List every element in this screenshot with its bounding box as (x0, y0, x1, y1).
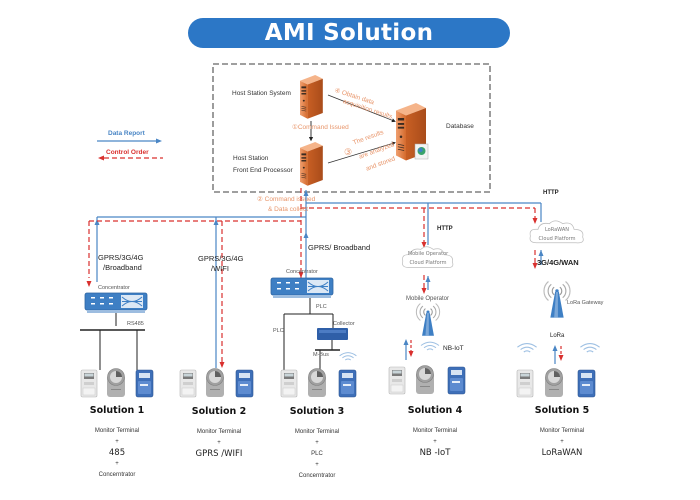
solution-4-line: NB -IoT (419, 448, 451, 458)
meter-set-4 (388, 365, 466, 395)
solution-5-line: + (560, 439, 564, 445)
control-order-lines (88, 188, 536, 362)
nbiot-tower-icon (415, 302, 441, 337)
solution-5-line: LoRaWAN (541, 448, 583, 458)
rs485-label: RS485 (127, 321, 144, 327)
legend-control-order: Control Order (106, 149, 149, 156)
solution-2-line: GPRS /WIFI (195, 449, 243, 459)
host-station-system-label: Host Station System (232, 90, 291, 97)
meter-set-1 (80, 368, 154, 398)
concentrator-3-icon (270, 277, 334, 299)
solution-1-line: Concerntrator (98, 472, 136, 478)
solution-4-title: Solution 4 (407, 405, 463, 416)
mobile-cloud-line2: Cloud Platform (409, 260, 447, 266)
s2-link-line1: GPRS/3G/4G (198, 254, 244, 263)
solution-3-title: Solution 3 (289, 406, 345, 417)
http-lora-label: HTTP (543, 190, 559, 196)
solution-2-line: Monitor Terminal (196, 429, 242, 435)
wifi-icon-s5-right (579, 343, 601, 353)
database-document-icon (414, 143, 429, 160)
solution-4-line: + (433, 439, 437, 445)
step3-number: ③ (344, 147, 353, 157)
http-mobile-label: HTTP (437, 226, 453, 232)
lora-cloud-line1: LoRaWAN (544, 227, 570, 233)
solution-4-line: Monitor Terminal (412, 428, 458, 434)
mobile-cloud-label: Mobile Operator Cloud Platform (403, 250, 453, 268)
host-station-box (212, 63, 491, 193)
legend-data-report: Data Report (108, 130, 145, 137)
solution-2-title: Solution 2 (191, 406, 247, 417)
solution-5-line: Monitor Terminal (539, 428, 585, 434)
solution-1-line: + (115, 439, 119, 445)
solution-3-line: PLC (311, 451, 323, 457)
lora-gateway-label: LoRa Gateway (567, 300, 604, 306)
wifi-icon-s5-left (516, 343, 538, 353)
wifi-icon-s3 (339, 352, 357, 361)
nbiot-label: NB-IoT (443, 345, 464, 352)
meter-set-5 (516, 368, 596, 398)
database-label: Database (446, 123, 474, 130)
solution-1-line: + (115, 461, 119, 467)
step2-line1: ② Command issued (257, 196, 316, 203)
s2-link-line2: /WIFI (211, 264, 229, 273)
step2-line2: & Data collect (268, 206, 309, 213)
step1-label: ①Command Issued (292, 124, 349, 131)
solution-3-line: + (315, 440, 319, 446)
collector-icon (317, 328, 348, 340)
mobile-cloud-line1: Mobile Operator (407, 251, 449, 257)
mobile-operator-label: Mobile Operator (406, 296, 450, 302)
solution-3-line: + (315, 462, 319, 468)
wifi-icon-s4 (420, 341, 440, 351)
lora-wan-label: 3G/4G/WAN (537, 258, 579, 267)
concentrator-1-icon (84, 292, 148, 314)
solution-2-line: + (217, 440, 221, 446)
concentrator-3-label: Concentrator (286, 269, 318, 275)
plc-top-label: PLC (316, 304, 327, 310)
solution-1-line: 485 (108, 448, 126, 458)
meter-set-2 (179, 368, 254, 398)
s3-link: GPRS/ Broadband (308, 243, 371, 252)
lorawan-cloud-label: LoRaWAN Cloud Platform (532, 226, 582, 244)
front-end-line1: Host Station (233, 155, 269, 162)
mbus-label: M-Bus (313, 352, 329, 358)
solution-1-line: Monitor Terminal (94, 428, 140, 434)
lora-cloud-line2: Cloud Platform (538, 236, 576, 242)
front-end-processor-server-icon (299, 141, 324, 186)
meter-set-3 (280, 368, 357, 398)
legend-data-report-arrow (97, 138, 162, 144)
solution-5-title: Solution 5 (534, 405, 590, 416)
solution-1-title: Solution 1 (89, 405, 145, 416)
plc-side-label: PLC (273, 328, 284, 334)
collector-label: Collector (333, 321, 355, 327)
solution-3-line: Concerntrator (298, 473, 336, 479)
s1-link-line2: /Broadband (103, 263, 142, 272)
host-station-system-server-icon (299, 74, 324, 119)
page-title: AMI Solution (188, 18, 510, 48)
solution-3-line: Monitor Terminal (294, 429, 340, 435)
s1-link-line1: GPRS/3G/4G (98, 253, 144, 262)
lora-label: LoRa (550, 333, 565, 339)
data-report-lines (96, 190, 542, 368)
concentrator-1-label: Concentrator (98, 285, 130, 291)
front-end-line2: Front End Processor (233, 167, 293, 174)
legend-control-order-arrow (98, 155, 163, 161)
